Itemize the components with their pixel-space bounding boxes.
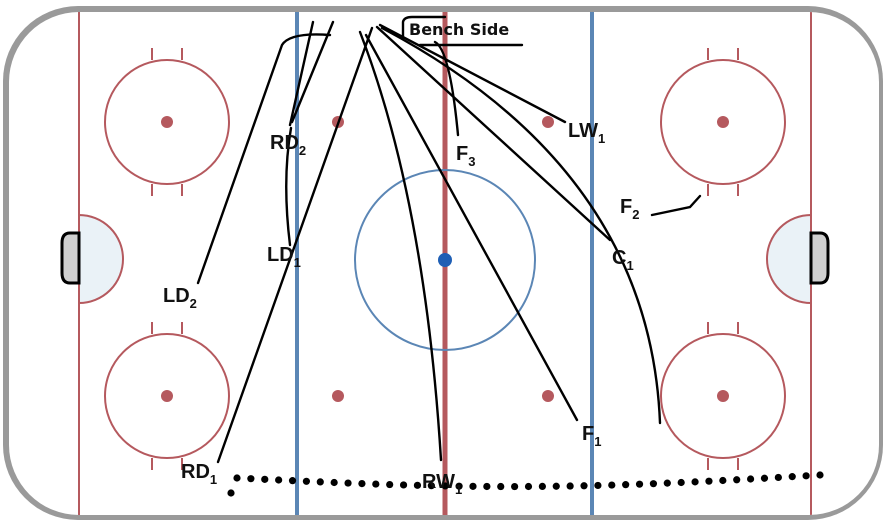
puck-path-dot (691, 478, 699, 486)
route-ld2 (196, 33, 332, 285)
player-label-f2: F2 (620, 196, 639, 222)
puck-path-dot (441, 482, 449, 490)
player-label-f3: F3 (456, 143, 475, 169)
puck-path-dot (608, 481, 616, 489)
route-f1 (364, 33, 579, 422)
bench-side-label: Bench Side (409, 20, 509, 39)
player-label-rd2: RD2 (270, 132, 306, 158)
puck-path-dot (288, 477, 297, 485)
puck-path-dot (733, 476, 741, 484)
puck-path-dot (344, 479, 352, 487)
player-label-c1: C1 (612, 247, 634, 273)
puck-path-dot (677, 478, 685, 487)
puck-path-dot (483, 482, 491, 491)
route-ld1 (285, 126, 293, 247)
player-label-rw1: RW1 (422, 471, 462, 497)
faceoff-circle-top-right (660, 48, 786, 196)
puck-path-dot (302, 477, 311, 485)
faceoff-circle-bottom-left (104, 322, 230, 470)
puck-path-dot (649, 480, 658, 488)
puck-path-dot (580, 482, 588, 490)
puck-path-dot (227, 489, 235, 497)
route-f2 (380, 26, 662, 425)
player-label-f1: F1 (582, 423, 601, 449)
faceoff-dot (161, 116, 173, 128)
faceoff-dot (542, 116, 554, 128)
puck-path-dot (802, 472, 810, 480)
puck-path-dot (635, 480, 644, 488)
puck-path-dot (330, 478, 338, 487)
puck-path-dot (622, 481, 630, 489)
puck-path-dot (705, 477, 713, 485)
puck-path-dot (497, 482, 505, 491)
puck-path-dot (566, 482, 574, 490)
center-circle (354, 169, 536, 351)
route-rd2-b (290, 20, 335, 124)
puck-path-dot (247, 475, 255, 483)
faceoff-dot (717, 390, 729, 402)
faceoff-dot (161, 390, 173, 402)
bench-bracket (401, 15, 447, 40)
route-lw1 (378, 23, 567, 124)
puck-path-dot (399, 481, 408, 489)
goal-net-right (809, 231, 830, 285)
puck-path-dot (538, 482, 546, 491)
goal-net-left (60, 231, 81, 285)
puck-path-dot (413, 481, 422, 489)
puck-path-dot (816, 471, 824, 479)
puck-path-dot (719, 476, 727, 485)
route-c1 (375, 25, 612, 242)
puck-path-dot (760, 474, 769, 482)
goal-crease-right (766, 213, 812, 305)
puck-path-dot (261, 475, 269, 483)
player-label-lw1: LW1 (568, 120, 605, 146)
puck-path-dot (788, 473, 796, 481)
puck-path-dotted (227, 471, 824, 497)
route-rw1 (358, 30, 443, 462)
faceoff-dot (717, 116, 729, 128)
route-f2-marker (650, 194, 702, 217)
puck-path-dot (372, 480, 380, 488)
puck-path-dot (316, 478, 324, 486)
puck-path-dot (594, 481, 602, 490)
faceoff-circle-top-left (104, 48, 230, 196)
faceoff-dots (161, 116, 729, 402)
route-rd2-a (288, 20, 315, 127)
player-label-ld2: LD2 (163, 285, 197, 311)
center-dot (438, 253, 452, 267)
player-routes (196, 15, 702, 464)
puck-path-dot (386, 480, 394, 489)
goal-crease-left (78, 213, 124, 305)
puck-path-dot (746, 475, 755, 483)
puck-path-dot (427, 482, 435, 490)
faceoff-dot (542, 390, 554, 402)
puck-path-dot (524, 482, 533, 491)
puck-path-dot (275, 476, 283, 484)
player-label-ld1: LD1 (267, 244, 301, 270)
faceoff-dot (332, 390, 344, 402)
player-label-rd1: RD1 (181, 461, 217, 487)
puck-path-dot (774, 473, 782, 482)
puck-path-dot (455, 482, 463, 490)
puck-path-dot (511, 482, 519, 491)
puck-path-dot (469, 482, 477, 490)
puck-path-dot (358, 479, 366, 488)
route-rd1 (216, 26, 374, 464)
puck-path-dot (233, 474, 241, 482)
puck-path-dot (663, 479, 671, 487)
puck-path-dot (552, 482, 560, 490)
faceoff-circle-bottom-right (660, 322, 786, 470)
